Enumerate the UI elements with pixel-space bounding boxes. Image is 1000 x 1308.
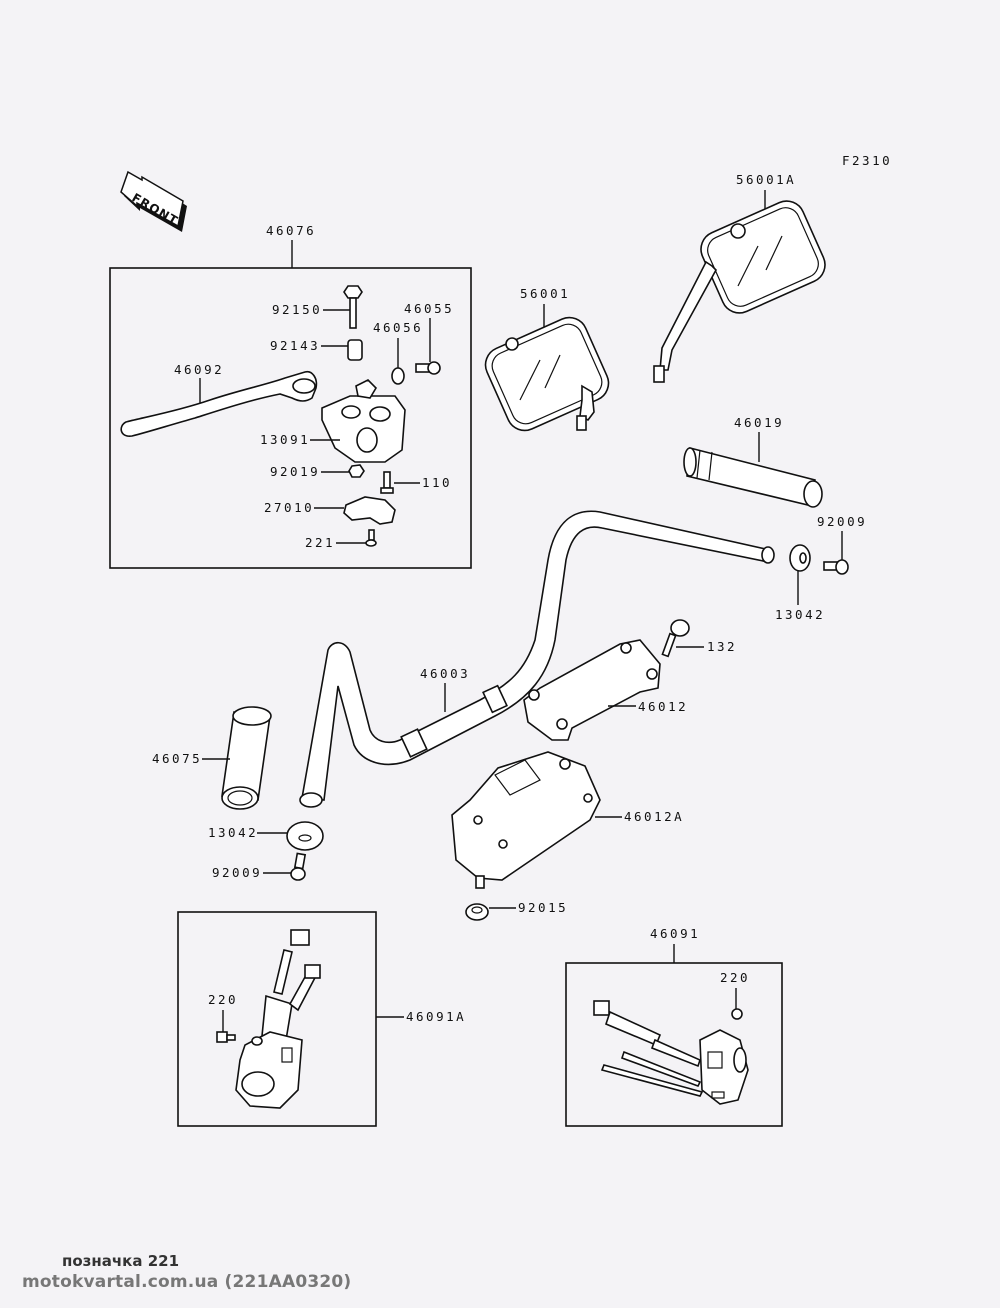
clutch-lever-assembly-box — [109, 267, 472, 569]
mirror-56001A: 56001A — [653, 172, 826, 383]
clutch-lever-46092 — [120, 370, 318, 437]
screw-220-right — [731, 1008, 743, 1020]
label-92143[interactable]: 92143 — [270, 338, 320, 353]
label-56001A[interactable]: 56001A — [736, 172, 796, 187]
nut-92019 — [348, 464, 365, 478]
label-92009-right[interactable]: 92009 — [817, 514, 867, 529]
left-switch-box — [177, 911, 377, 1127]
clutch-switch-27010 — [343, 496, 396, 525]
nut-92015 — [465, 903, 489, 921]
label-92150[interactable]: 92150 — [272, 302, 322, 317]
handlebar-clamp-46012 — [523, 639, 661, 741]
mirror-56001: 56001 — [484, 286, 610, 432]
label-46012A[interactable]: 46012A — [624, 809, 684, 824]
bolt-92150 — [343, 285, 363, 329]
label-46056[interactable]: 46056 — [373, 320, 423, 335]
label-132[interactable]: 132 — [707, 639, 737, 654]
label-92009-left[interactable]: 92009 — [212, 865, 262, 880]
right-switch-box — [565, 962, 783, 1127]
grip-46075 — [221, 706, 272, 810]
label-56001[interactable]: 56001 — [520, 286, 570, 301]
label-46076[interactable]: 46076 — [266, 223, 316, 238]
left-switch-assembly-group: 46091A 220 — [177, 911, 466, 1127]
footer-source: motokvartal.com.ua (221AA0320) — [22, 1272, 352, 1292]
label-220-right[interactable]: 220 — [720, 970, 750, 985]
throttle-grip-46019: 46019 — [683, 415, 823, 508]
front-arrow-icon: FRONT — [120, 170, 187, 232]
label-46003[interactable]: 46003 — [420, 666, 470, 681]
label-46012[interactable]: 46012 — [638, 699, 688, 714]
right-handlebar-switch — [593, 1000, 749, 1105]
right-switch-assembly-group: 46091 220 — [565, 926, 783, 1127]
screw-92009-right — [823, 559, 849, 575]
label-46091[interactable]: 46091 — [650, 926, 700, 941]
screw-46055 — [415, 361, 441, 375]
diagram-code: F2310 — [842, 153, 892, 168]
clutch-lever-assembly-group: 46076 92150 92143 46056 46055 46092 — [109, 223, 472, 569]
screw-92009-left — [290, 852, 307, 881]
footer-label: позначка 221 — [62, 1252, 180, 1270]
label-27010[interactable]: 27010 — [264, 500, 314, 515]
label-13042-right[interactable]: 13042 — [775, 607, 825, 622]
handlebar-holder-46012A — [451, 751, 601, 881]
screw-110 — [380, 471, 394, 494]
label-221[interactable]: 221 — [305, 535, 335, 550]
label-13042-left[interactable]: 13042 — [208, 825, 258, 840]
label-13091[interactable]: 13091 — [260, 432, 310, 447]
collar-92143 — [347, 339, 363, 361]
label-220-left[interactable]: 220 — [208, 992, 238, 1007]
label-46019[interactable]: 46019 — [734, 415, 784, 430]
handlebar-46003 — [299, 510, 775, 808]
screw-221 — [365, 529, 377, 547]
screw-220-left — [216, 1031, 236, 1043]
label-46092[interactable]: 46092 — [174, 362, 224, 377]
label-46091A[interactable]: 46091A — [406, 1009, 466, 1024]
washer-46056 — [391, 367, 405, 385]
bar-end-weight-13042-left — [286, 821, 324, 851]
label-110[interactable]: 110 — [422, 475, 452, 490]
left-handlebar-switch — [235, 929, 321, 1109]
label-46075[interactable]: 46075 — [152, 751, 202, 766]
label-46055[interactable]: 46055 — [404, 301, 454, 316]
bolt-132 — [661, 619, 690, 658]
label-92015[interactable]: 92015 — [518, 900, 568, 915]
label-92019[interactable]: 92019 — [270, 464, 320, 479]
